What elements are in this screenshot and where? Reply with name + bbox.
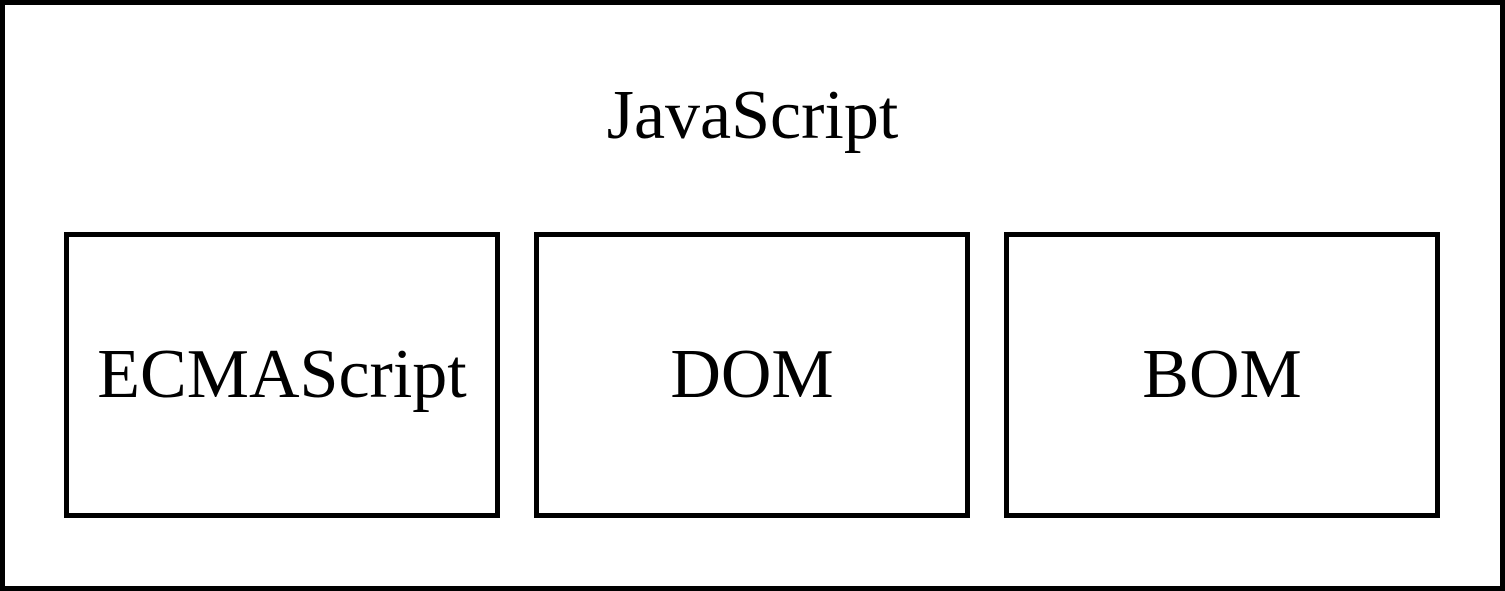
box-bom: BOM	[1004, 232, 1440, 518]
box-dom-label: DOM	[670, 336, 834, 413]
box-dom: DOM	[534, 232, 970, 518]
box-bom-label: BOM	[1142, 336, 1302, 413]
box-ecmascript: ECMAScript	[64, 232, 500, 518]
component-boxes-row: ECMAScript DOM BOM	[64, 232, 1440, 518]
diagram-title: JavaScript	[606, 77, 899, 154]
box-ecmascript-label: ECMAScript	[97, 336, 467, 413]
